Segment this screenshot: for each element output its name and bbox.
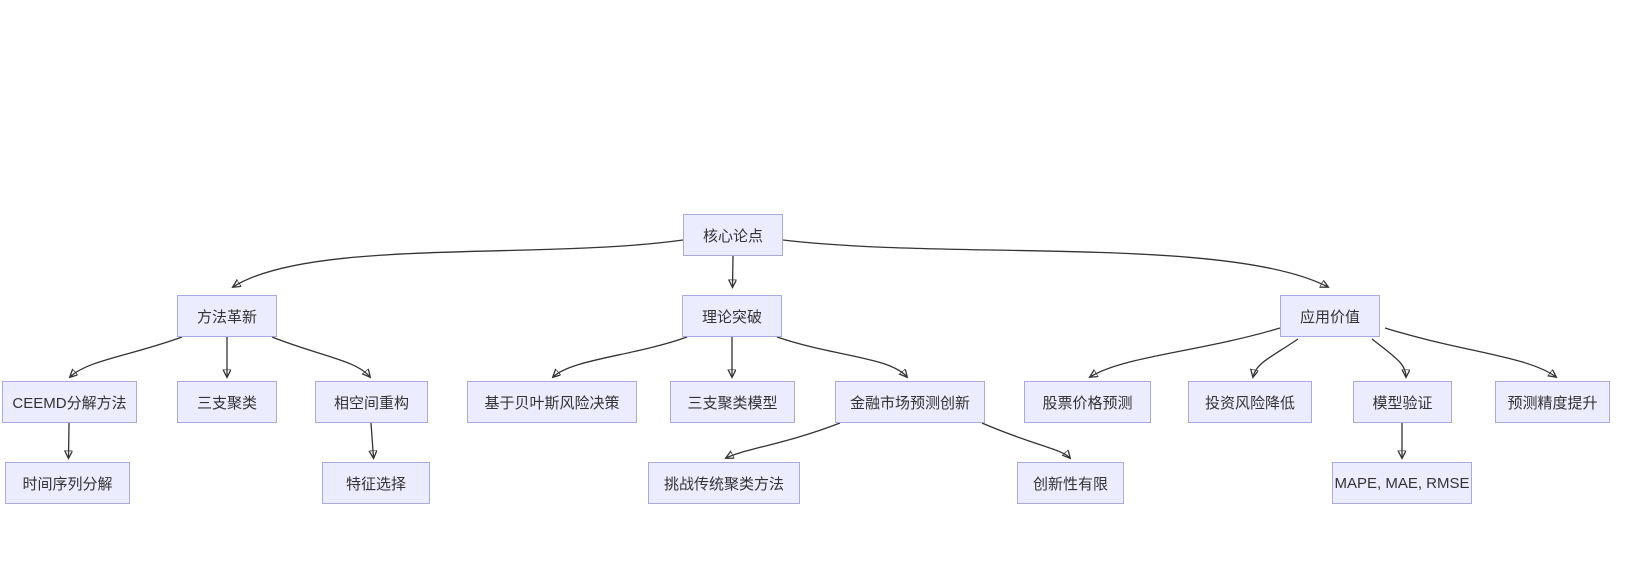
node-bayesian-risk-decision: 基于贝叶斯风险决策 — [467, 381, 637, 423]
edge-method-phase — [271, 336, 370, 377]
edge-core-method — [233, 239, 684, 287]
edge-finance-limited — [981, 422, 1070, 458]
node-error-metrics: MAPE, MAE, RMSE — [1332, 462, 1472, 504]
edge-ceemd-timeseries — [69, 422, 70, 458]
node-time-series-decomposition: 时间序列分解 — [5, 462, 130, 504]
node-challenge-traditional-clustering: 挑战传统聚类方法 — [648, 462, 800, 504]
edge-value-invest — [1253, 338, 1299, 377]
node-stock-price-prediction: 股票价格预测 — [1024, 381, 1151, 423]
node-financial-market-prediction-innovation: 金融市场预测创新 — [835, 381, 985, 423]
node-prediction-accuracy-improvement: 预测精度提升 — [1495, 381, 1610, 423]
edge-theory-bayes — [553, 336, 688, 377]
edge-phase-feature — [371, 422, 374, 458]
node-phase-space-reconstruction: 相空间重构 — [315, 381, 428, 423]
edge-theory-finance — [776, 336, 907, 377]
node-core-thesis: 核心论点 — [683, 214, 783, 256]
edge-finance-challenge — [726, 422, 841, 458]
edge-value-stock — [1090, 327, 1281, 377]
node-limited-innovation: 创新性有限 — [1017, 462, 1124, 504]
edge-method-ceemd — [70, 336, 183, 377]
node-model-validation: 模型验证 — [1353, 381, 1452, 423]
edge-value-validation — [1371, 338, 1406, 377]
node-ceemd-decomposition: CEEMD分解方法 — [2, 381, 137, 423]
node-feature-selection: 特征选择 — [322, 462, 430, 504]
node-theory-breakthrough: 理论突破 — [682, 295, 782, 337]
node-investment-risk-reduction: 投资风险降低 — [1188, 381, 1312, 423]
edge-core-value — [782, 239, 1328, 287]
node-method-innovation: 方法革新 — [177, 295, 277, 337]
edge-value-precision — [1384, 327, 1556, 377]
node-application-value: 应用价值 — [1280, 295, 1380, 337]
node-three-way-clustering: 三支聚类 — [177, 381, 277, 423]
node-three-way-clustering-model: 三支聚类模型 — [670, 381, 795, 423]
edge-core-theory — [733, 255, 734, 287]
